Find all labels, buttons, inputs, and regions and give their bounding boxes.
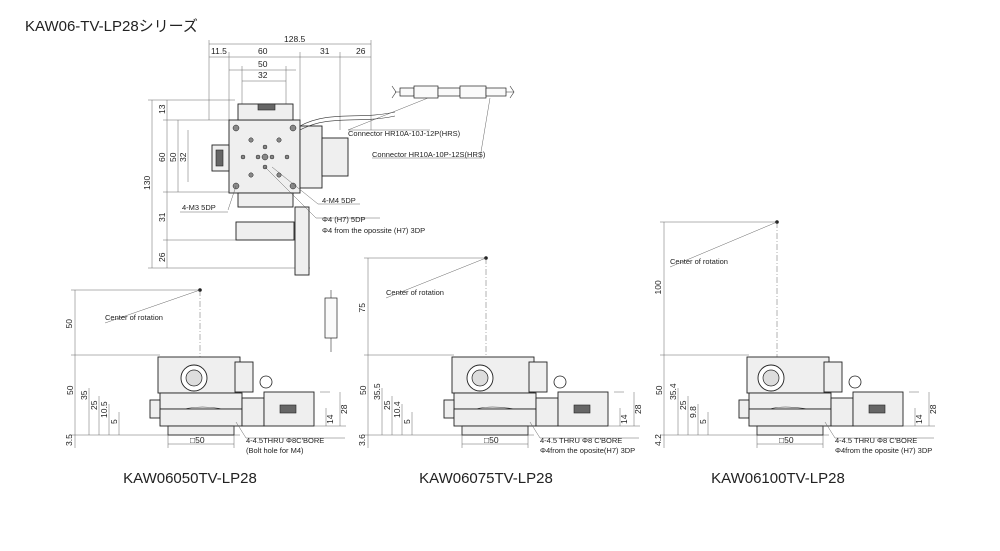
left-dim-4: 9.8 (688, 406, 698, 418)
dim-11-5: 11.5 (211, 46, 227, 56)
dim-50-left: 50 (168, 152, 178, 162)
square-dim: □50 (484, 435, 499, 445)
dim-26-top: 26 (356, 46, 366, 56)
pin-label-1: Φ4 (H7) 5DP (322, 215, 366, 224)
left-dim-3: 25 (678, 400, 688, 410)
center-of-rotation-label: Center of rotation (670, 257, 728, 266)
hole-note: 4-4.5 THRU Φ8 C'BORE (540, 436, 622, 445)
bottom-dim: 3.5 (64, 434, 74, 446)
height-dim: 100 (653, 280, 663, 294)
hole-note: 4-4.5THRU Φ8C'BORE (246, 436, 324, 445)
left-dim-1: 50 (65, 385, 75, 395)
dim-60-top: 60 (258, 46, 268, 56)
square-dim: □50 (190, 435, 205, 445)
dim-31-top: 31 (320, 46, 330, 56)
dim-32-left: 32 (178, 152, 188, 162)
model-name: KAW06075TV-LP28 (419, 470, 553, 487)
right-dim-28: 28 (928, 404, 938, 414)
bottom-dim: 3.6 (357, 434, 367, 446)
right-dim-14: 14 (619, 414, 629, 424)
dim-32-top: 32 (258, 70, 268, 80)
height-dim: 50 (64, 319, 74, 329)
dim-50-top: 50 (258, 59, 268, 69)
dim-31-left: 31 (157, 212, 167, 222)
pin-label-2: Φ4 from the opossite (H7) 3DP (322, 226, 425, 235)
dim-60-left: 60 (157, 152, 167, 162)
tap-m4-label: 4-M4 5DP (322, 196, 356, 205)
hole-note-2: (Bolt hole for M4) (246, 446, 304, 455)
square-dim: □50 (779, 435, 794, 445)
hole-note-2: Φ4from the oposite(H7) 3DP (540, 446, 635, 455)
right-dim-14: 14 (325, 414, 335, 424)
right-dim-28: 28 (339, 404, 349, 414)
left-dim-1: 50 (358, 385, 368, 395)
top-view-drawing (148, 40, 515, 352)
left-dim-2: 35.4 (668, 383, 678, 400)
dim-128-5: 128.5 (284, 34, 306, 44)
dim-26-left: 26 (157, 252, 167, 262)
model-name: KAW06050TV-LP28 (123, 470, 257, 487)
left-dim-4: 10.5 (99, 401, 109, 418)
hole-note: 4-4.5 THRU Φ8 C'BORE (835, 436, 917, 445)
bottom-dim: 4.2 (653, 434, 663, 446)
right-dim-28: 28 (633, 404, 643, 414)
left-dim-1: 50 (654, 385, 664, 395)
connector-label-2: Connector HR10A-10P-12S(HRS) (372, 150, 486, 159)
tap-m3-label: 4-M3 5DP (182, 203, 216, 212)
right-dim-14: 14 (914, 414, 924, 424)
left-dim-5: 5 (698, 419, 708, 424)
center-of-rotation-label: Center of rotation (105, 313, 163, 322)
hole-note-2: Φ4from the oposite (H7) 3DP (835, 446, 932, 455)
dim-130-left: 130 (142, 176, 152, 190)
left-dim-5: 5 (109, 419, 119, 424)
left-dim-3: 25 (89, 400, 99, 410)
left-dim-4: 10.4 (392, 401, 402, 418)
left-dim-5: 5 (402, 419, 412, 424)
page-title: KAW06-TV-LP28シリーズ (25, 18, 198, 35)
center-of-rotation-label: Center of rotation (386, 288, 444, 297)
dim-13-left: 13 (157, 104, 167, 114)
left-dim-3: 25 (382, 400, 392, 410)
connector-label-1: Connector HR10A-10J-12P(HRS) (348, 129, 461, 138)
height-dim: 75 (357, 303, 367, 313)
model-name: KAW06100TV-LP28 (711, 470, 845, 487)
left-dim-2: 35.5 (372, 383, 382, 400)
left-dim-2: 35 (79, 390, 89, 400)
